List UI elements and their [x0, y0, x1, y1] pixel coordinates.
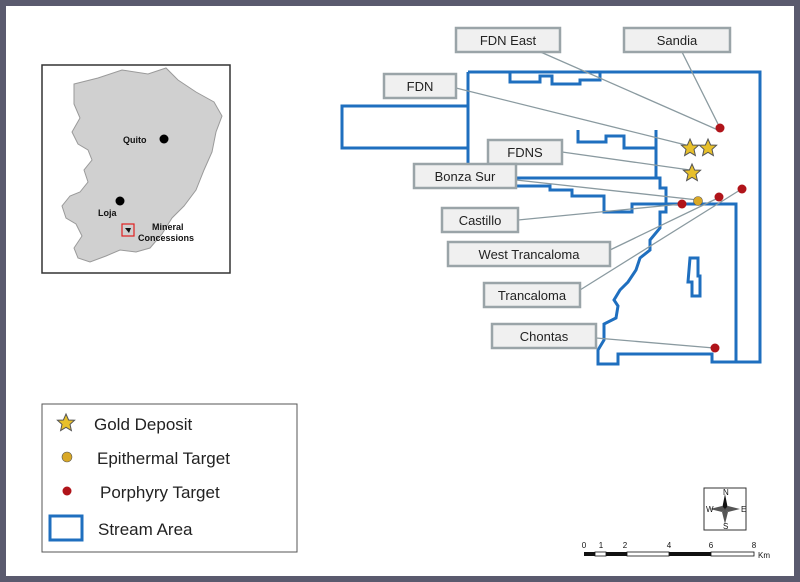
label-chontas-text: Chontas	[520, 329, 569, 344]
label-chontas: Chontas	[490, 322, 598, 350]
scale-tick-1: 1	[599, 541, 604, 550]
label-fdns: FDNS	[486, 138, 564, 166]
gold-star-fdn	[680, 137, 700, 157]
scale-bar: 0 1 2 4 6 8 Km	[582, 541, 771, 560]
compass-west-point	[710, 506, 725, 512]
compass-s: S	[723, 522, 728, 531]
label-trancaloma-text: Trancaloma	[498, 288, 567, 303]
leader-sandia	[681, 51, 719, 125]
label-fdn: FDN	[382, 72, 458, 100]
label-bonza-sur-text: Bonza Sur	[435, 169, 496, 184]
label-fdn-east-text: FDN East	[480, 33, 537, 48]
stream-area	[340, 70, 762, 366]
label-west-trancaloma-text: West Trancaloma	[479, 247, 581, 262]
leader-trancaloma	[579, 189, 741, 291]
label-castillo: Castillo	[440, 206, 520, 234]
compass-e: E	[741, 505, 746, 514]
concession-box	[121, 223, 135, 237]
leader-chontas	[595, 337, 715, 349]
leader-fdn	[455, 87, 691, 147]
epithermal-marker-bonza-sur	[693, 196, 703, 206]
stream-area-north-edge	[466, 72, 480, 180]
scale-unit: Km	[758, 551, 770, 560]
concessions-label-1: Mineral	[152, 222, 184, 232]
stream-area-outline	[468, 70, 762, 366]
legend-stream-icon	[48, 514, 84, 542]
label-fdn-east: FDN East	[454, 26, 562, 54]
stream-area-central-notch	[576, 130, 658, 150]
legend-gold-label: Gold Deposit	[94, 415, 193, 434]
country-shape	[61, 67, 223, 263]
legend-box	[41, 403, 298, 553]
loja-marker	[115, 196, 125, 206]
leader-fdns	[561, 151, 691, 171]
legend: Gold Deposit Epithermal Target Porphyry …	[41, 403, 298, 553]
label-sandia-text: Sandia	[657, 33, 698, 48]
concession-shape	[125, 228, 131, 233]
porphyry-marker-chontas	[710, 343, 720, 353]
porphyry-marker-trancaloma	[737, 184, 747, 194]
gold-star-fdns	[682, 162, 702, 182]
concessions-label-2: Concessions	[138, 233, 194, 243]
legend-stream-label: Stream Area	[98, 520, 193, 539]
label-fdn-text: FDN	[407, 79, 434, 94]
scale-tick-8: 8	[752, 541, 757, 550]
loja-label: Loja	[98, 208, 117, 218]
porphyry-marker-castillo	[677, 199, 687, 209]
label-trancaloma: Trancaloma	[482, 281, 582, 309]
leader-west-trancaloma	[609, 197, 719, 251]
legend-porphyry-label: Porphyry Target	[100, 483, 220, 502]
compass-n: N	[723, 488, 729, 497]
stream-area-north-notch	[508, 72, 602, 86]
scale-tick-4: 4	[667, 541, 672, 550]
gold-star-fdn-east	[698, 137, 718, 157]
porphyry-marker-west-trancaloma	[714, 192, 724, 202]
label-west-trancaloma: West Trancaloma	[446, 240, 612, 268]
label-fdns-text: FDNS	[507, 145, 543, 160]
leader-fdn-east	[535, 49, 719, 131]
inset-map: Quito Loja Mineral Concessions	[41, 64, 231, 274]
leader-castillo	[517, 203, 683, 221]
stream-area-west-block	[340, 104, 470, 150]
legend-epithermal-label: Epithermal Target	[97, 449, 230, 468]
scale-tick-2: 2	[623, 541, 628, 550]
quito-label: Quito	[123, 135, 147, 145]
porphyry-marker-sandia	[715, 123, 725, 133]
label-bonza-sur: Bonza Sur	[412, 162, 518, 190]
label-sandia: Sandia	[622, 26, 732, 54]
map-markers	[677, 123, 747, 353]
leader-bonza-sur	[515, 179, 699, 201]
compass-south-point	[722, 509, 728, 524]
stream-area-island	[686, 256, 702, 298]
legend-porphyry-icon	[62, 486, 72, 496]
compass-w: W	[706, 505, 714, 514]
quito-marker	[159, 134, 169, 144]
scale-tick-6: 6	[709, 541, 714, 550]
target-labels: FDN East Sandia FDN FDNS Bonza Sur Casti…	[382, 26, 732, 350]
leader-lines	[455, 49, 741, 349]
legend-gold-icon	[56, 412, 76, 432]
north-arrow: N S W E	[703, 487, 747, 531]
legend-epithermal-icon	[61, 451, 73, 463]
label-castillo-text: Castillo	[459, 213, 502, 228]
scale-tick-0: 0	[582, 541, 587, 550]
compass-east-point	[725, 506, 740, 512]
